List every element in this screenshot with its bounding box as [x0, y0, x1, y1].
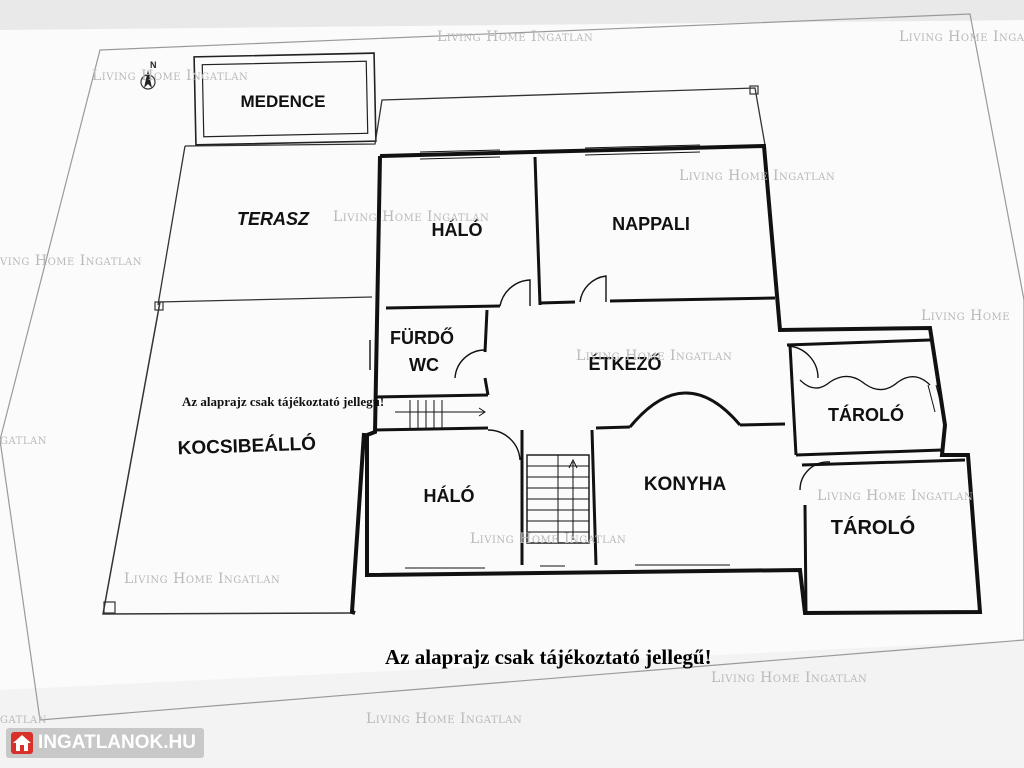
windows	[405, 144, 944, 576]
watermark: Living Home Ingatlan	[92, 68, 249, 84]
terrace-outline	[184, 87, 766, 147]
watermark: Living Home Ingatlan	[576, 348, 733, 364]
house-walls	[349, 143, 983, 616]
label-etkezo: ÉTKEZŐ	[588, 353, 661, 374]
watermark: Living Home Ingatlan	[711, 670, 868, 686]
disclaimer-small: Az alaprajz csak tájékoztató jellegű!	[182, 394, 385, 409]
pool-outer	[193, 52, 377, 146]
label-medence: MEDENCE	[240, 92, 325, 111]
label-taroló-2: TÁROLÓ	[831, 515, 915, 539]
interior-walls	[374, 156, 966, 614]
watermark: ving Home Ingatlan	[0, 253, 142, 269]
storage-curtain	[799, 375, 931, 391]
corner-post	[749, 85, 759, 95]
terrace-carport-divider	[157, 296, 373, 303]
watermark: Living Home Ingatla	[899, 29, 1024, 45]
watermark: Living Home Ingatlan	[124, 571, 281, 587]
label-terasz: TERASZ	[237, 209, 310, 229]
corner-post	[103, 601, 116, 614]
watermark: Living Home Ingatlan	[470, 531, 627, 547]
watermark: Living Home Ingatlan	[437, 29, 594, 45]
label-furdo: FÜRDŐ	[390, 327, 454, 348]
door-swings	[369, 275, 831, 491]
watermark: Living Home Ingatlan	[333, 209, 490, 225]
label-konyha: KONYHA	[644, 474, 727, 495]
lot-boundary	[0, 13, 1024, 721]
staircase	[526, 454, 590, 544]
house-icon	[11, 732, 33, 754]
label-wc: WC	[409, 355, 439, 375]
terrace-left-edge	[157, 145, 186, 306]
label-kocsibeallo: KOCSIBEÁLLÓ	[177, 433, 316, 460]
watermark: gatlan	[0, 711, 47, 727]
label-taroló-1: TÁROLÓ	[828, 404, 904, 425]
corner-post	[154, 301, 164, 311]
watermark: Living Home	[921, 308, 1011, 324]
watermark: Living Home Ingatlan	[366, 711, 523, 727]
logo-text: INGATLANOK.HU	[38, 732, 196, 753]
ingatlanok-logo[interactable]: INGATLANOK.HU	[6, 728, 204, 758]
watermark: Living Home Ingatlan	[679, 168, 836, 184]
watermark: gatlan	[0, 432, 47, 448]
label-halo-1: HÁLÓ	[432, 219, 483, 240]
compass-icon: N	[140, 60, 157, 90]
label-halo-2: HÁLÓ	[424, 485, 475, 506]
watermark: Living Home Ingatlan	[817, 488, 974, 504]
carport-outline	[102, 301, 356, 615]
kitchen-arch	[628, 391, 742, 428]
compass-label: N	[150, 60, 157, 70]
upper-stairs	[395, 400, 486, 428]
disclaimer-main: Az alaprajz csak tájékoztató jellegű!	[385, 645, 712, 669]
paper-sheet-shadow	[0, 640, 1024, 768]
label-nappali: NAPPALI	[612, 214, 690, 234]
pool-inner	[201, 60, 369, 138]
